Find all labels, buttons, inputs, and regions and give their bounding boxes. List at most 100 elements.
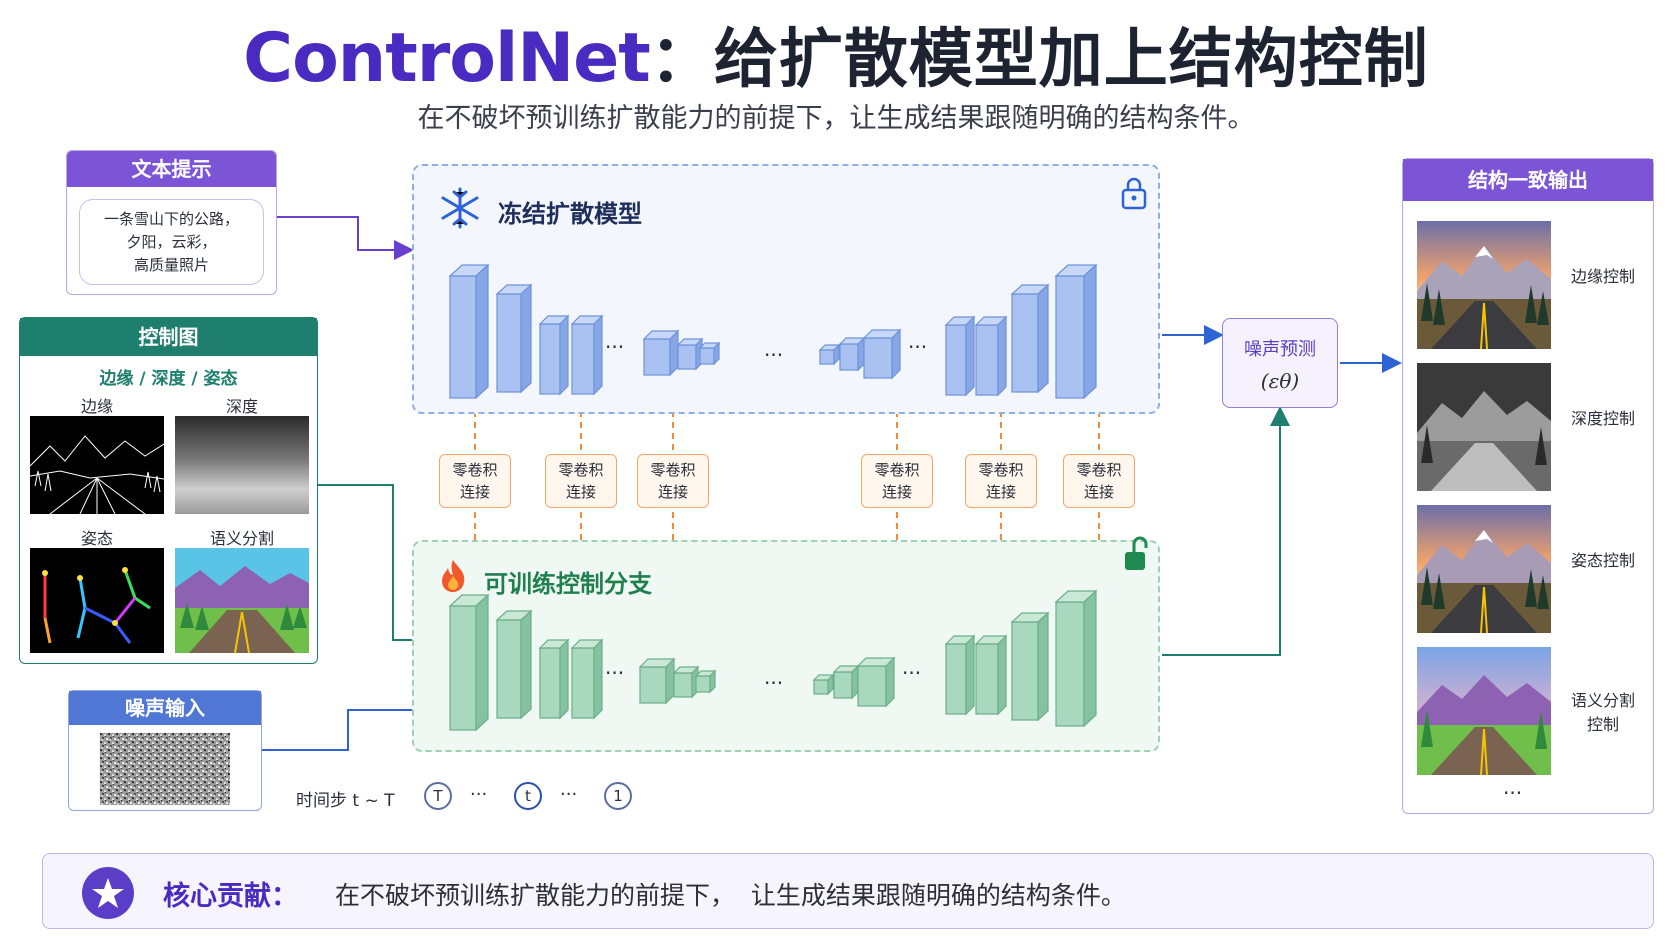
- unet-block: [812, 673, 835, 696]
- lock-icon: [1121, 177, 1147, 210]
- flame-icon: [442, 560, 465, 592]
- star-icon: [82, 867, 134, 919]
- zero-conv-box: 零卷积连接: [637, 454, 709, 508]
- unet-block: [856, 656, 896, 708]
- unet-block: [676, 337, 704, 371]
- page-subtitle: 在不破坏预训练扩散能力的前提下，让生成结果跟随明确的结构条件。: [417, 103, 1255, 134]
- timestep-label: 时间步 t ~ T: [296, 791, 395, 811]
- control-map-title: 控制图: [20, 318, 317, 356]
- zero-conv-line1: 零卷积: [978, 461, 1024, 479]
- unet-block: [672, 665, 700, 699]
- output-image-segmentation: [1417, 647, 1551, 775]
- segmentation-map-image: [175, 548, 309, 653]
- unet-block: [944, 315, 976, 397]
- unet-block: [448, 593, 490, 732]
- depth-map-image: [175, 416, 309, 514]
- unet-block: [495, 609, 533, 720]
- zero-conv-line2: 连接: [459, 483, 490, 501]
- frozen-model-label: 冻结扩散模型: [498, 200, 642, 228]
- unet-block: [638, 657, 676, 705]
- unet-block: [694, 669, 717, 694]
- output-title: 结构一致输出: [1403, 159, 1653, 201]
- unet-block: [698, 341, 721, 366]
- pose-map-image: [30, 548, 164, 653]
- zero-conv-line1: 零卷积: [558, 461, 604, 479]
- ellipsis: ···: [764, 671, 783, 695]
- output-label-edge: 边缘控制: [1570, 267, 1635, 286]
- zero-conv-line1: 零卷积: [1076, 461, 1122, 479]
- unet-block: [862, 328, 902, 380]
- prompt-line: 一条雪山下的公路，: [103, 210, 239, 228]
- unet-block: [974, 315, 1008, 397]
- timestep-circle: T: [424, 782, 452, 810]
- unet-block: [1010, 283, 1050, 394]
- speech-bubble: 一条雪山下的公路， 夕阳，云彩， 高质量照片: [79, 199, 264, 285]
- zero-conv-line2: 连接: [565, 483, 596, 501]
- noise-input-title: 噪声输入: [69, 691, 261, 725]
- edge-map-image: [30, 416, 164, 514]
- unet-block: [570, 638, 604, 720]
- zero-conv-box: 零卷积连接: [965, 454, 1037, 508]
- edge-label: 边缘: [80, 397, 113, 416]
- segmentation-label: 语义分割: [209, 529, 274, 548]
- output-label-pose: 姿态控制: [1570, 551, 1635, 570]
- text-prompt-title: 文本提示: [67, 151, 276, 187]
- output-label-segmentation: 语义分割 控制: [1570, 691, 1635, 734]
- output-image-pose: [1417, 505, 1551, 633]
- noise-pred-label: 噪声预测: [1244, 339, 1316, 360]
- unet-block: [538, 314, 570, 396]
- zero-conv-line2: 连接: [657, 483, 688, 501]
- unet-block: [832, 664, 860, 700]
- control-map-subtitle: 边缘 / 深度 / 姿态: [99, 369, 238, 389]
- noise-image: [100, 733, 230, 805]
- zero-conv-box: 零卷积连接: [1063, 454, 1135, 508]
- output-card: 结构一致输出 边缘控制 深度控制 姿态控制 语义分割 控制: [1402, 158, 1654, 814]
- ellipsis: ···: [908, 335, 927, 359]
- frozen-unet: ··· ··· ···: [448, 263, 1098, 400]
- zero-conv-box: 零卷积连接: [545, 454, 617, 508]
- zero-conv-line1: 零卷积: [874, 461, 920, 479]
- output-image-depth: [1417, 363, 1551, 491]
- unet-block: [642, 329, 680, 377]
- zero-conv-line1: 零卷积: [452, 461, 498, 479]
- timestep-circle: 1: [604, 782, 632, 810]
- output-image-edge: [1417, 221, 1551, 349]
- timestep-dots: ···: [560, 784, 578, 805]
- noise-pred-symbol: (εθ): [1260, 369, 1300, 393]
- unet-block: [944, 634, 976, 716]
- zero-conv-box: 零卷积连接: [861, 454, 933, 508]
- unet-block: [818, 343, 841, 366]
- zero-conv-line2: 连接: [881, 483, 912, 501]
- unet-block: [838, 336, 866, 372]
- output-more-dots: ···: [1503, 781, 1523, 805]
- title-chinese: 给扩散模型加上结构控制: [713, 23, 1429, 97]
- arrow-train-to-noise-pred: [1162, 406, 1290, 656]
- arrow-text-to-frozen: [277, 216, 414, 260]
- footer-banner: 核心贡献： 在不破坏预训练扩散能力的前提下， 让生成结果跟随明确的结构条件。: [42, 853, 1654, 929]
- ellipsis: ···: [764, 343, 783, 367]
- text-prompt-card: 文本提示 一条雪山下的公路， 夕阳，云彩， 高质量照片: [66, 150, 277, 295]
- unet-block: [570, 314, 604, 396]
- output-label-depth: 深度控制: [1570, 409, 1635, 428]
- zero-conv-box: 零卷积连接: [439, 454, 511, 508]
- ellipsis: ···: [605, 661, 624, 685]
- zero-conv-line1: 零卷积: [650, 461, 696, 479]
- noise-input-card: 噪声输入: [68, 690, 262, 811]
- noise-prediction-box: 噪声预测 (εθ): [1222, 318, 1338, 408]
- trainable-branch-label: 可训练控制分支: [484, 570, 652, 598]
- title-main: ControlNet: [243, 19, 651, 98]
- timestep-dots: ···: [470, 784, 488, 805]
- title-separator: ：: [649, 23, 714, 97]
- page-title: ControlNet：给扩散模型加上结构控制: [0, 8, 1672, 100]
- ellipsis: ···: [605, 335, 624, 359]
- prompt-line: 夕阳，云彩，: [126, 233, 217, 251]
- unet-block: [974, 634, 1008, 716]
- depth-label: 深度: [225, 397, 258, 416]
- ellipsis: ···: [902, 661, 921, 685]
- control-map-card: 控制图 边缘 / 深度 / 姿态 边缘 深度 姿态 语义分割: [19, 317, 318, 664]
- arrow-noise-to-train: [262, 700, 448, 751]
- unet-block: [1054, 589, 1098, 728]
- unlock-icon: [1125, 536, 1148, 570]
- footer-label: 核心贡献：: [163, 881, 298, 912]
- unet-block: [1010, 611, 1050, 722]
